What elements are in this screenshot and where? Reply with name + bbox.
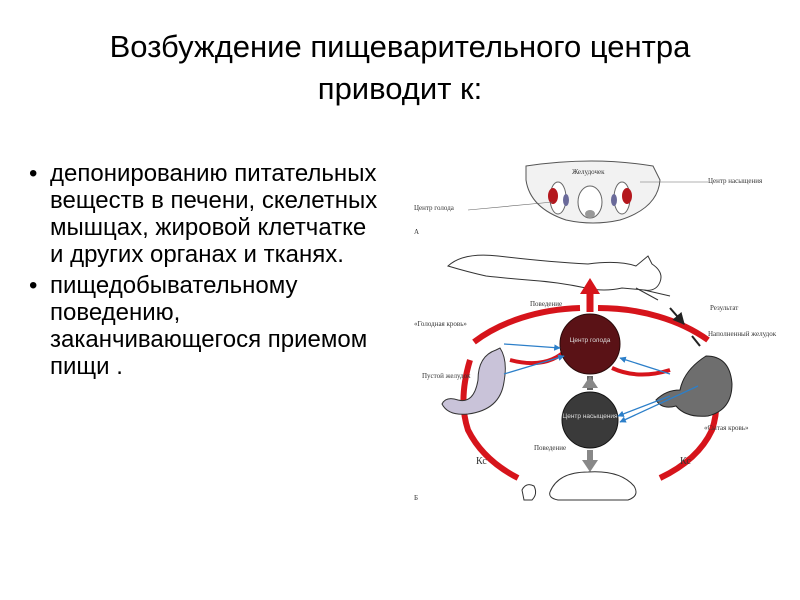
bullet-text: депонированию питательных веществ в пече…	[50, 160, 378, 268]
hunger-center-label: Центр голода	[570, 337, 611, 344]
satiety-center-label: Центр насыщения	[562, 413, 618, 420]
label-panel-b: Б	[414, 494, 418, 502]
hunger-center-node: Центр голода	[559, 313, 621, 375]
slide-title: Возбуждение пищеварительного центра прив…	[40, 26, 760, 110]
label-hunger-center-top: Центр голода	[414, 204, 455, 212]
bullet-item: • пищедобывательному поведению, заканчив…	[26, 272, 386, 380]
label-kc-right: Кс	[680, 456, 691, 467]
label-stomach-top: Желудочек	[572, 168, 605, 176]
label-empty-stomach: Пустой желудок	[422, 372, 471, 380]
label-behavior-bottom: Поведение	[534, 444, 566, 452]
mouse-illustration	[521, 484, 537, 501]
resting-cat-illustration	[549, 471, 637, 501]
jumping-cat-illustration	[447, 254, 662, 291]
label-satiety-center-top: Центр насыщения	[708, 177, 763, 185]
empty-stomach-illustration	[441, 347, 506, 415]
label-sated-blood: «Сытая кровь»	[704, 424, 749, 432]
bullet-text: пищедобывательному поведению, заканчиваю…	[50, 272, 368, 380]
bullet-item: • депонированию питательных веществ в пе…	[26, 160, 386, 268]
label-full-stomach: Наполненный желудок	[708, 330, 777, 338]
brain-section	[525, 160, 661, 224]
label-kc-left: Кс	[476, 456, 487, 467]
title-line-1: Возбуждение пищеварительного центра	[109, 29, 691, 64]
satiety-center-node: Центр насыщения	[561, 391, 619, 449]
label-behavior-top: Поведение	[530, 300, 562, 308]
title-line-2: приводит к:	[317, 71, 483, 106]
bullet-dot-icon: •	[29, 160, 38, 187]
bullet-list: • депонированию питательных веществ в пе…	[26, 160, 386, 384]
label-hungry-blood: «Голодная кровь»	[414, 320, 467, 328]
full-stomach-illustration	[655, 355, 733, 417]
label-result: Результат	[710, 304, 738, 312]
feeding-center-diagram: Желудочек Центр насыщения Центр голода А…	[414, 160, 777, 502]
label-panel-a: А	[414, 228, 419, 236]
bullet-dot-icon: •	[29, 272, 38, 299]
